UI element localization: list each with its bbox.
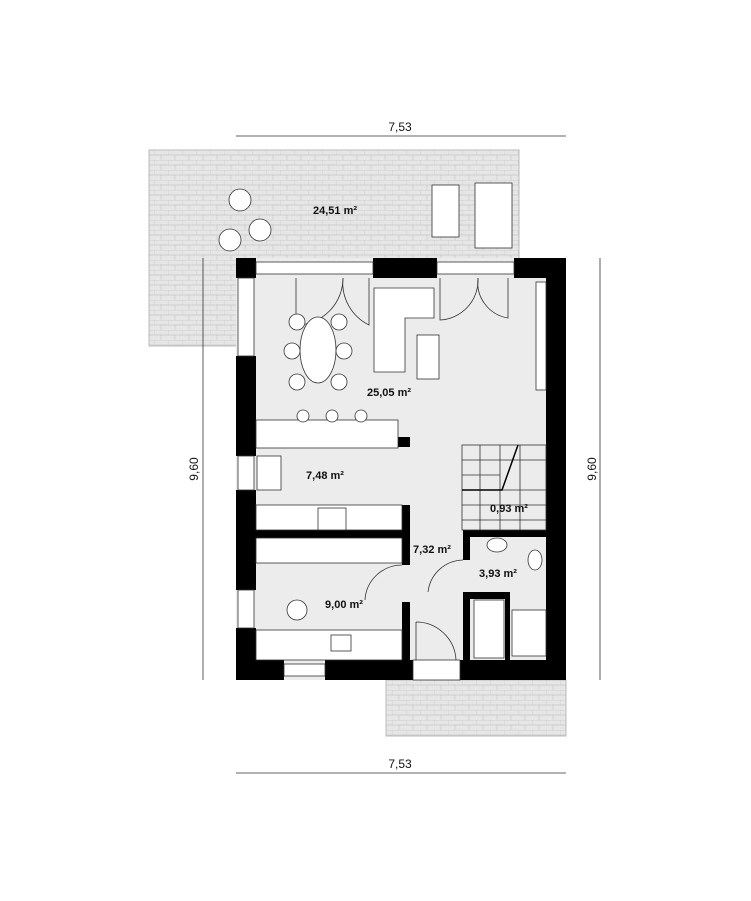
staircase <box>461 444 547 531</box>
terrace-entrance <box>385 679 567 737</box>
interior-walls <box>256 437 546 660</box>
dimension-top: 7,53 <box>388 120 412 134</box>
outer-walls <box>236 258 566 680</box>
room-area-living: 25,05 m² <box>367 387 411 399</box>
room-area-kitchen: 7,48 m² <box>306 470 344 482</box>
furniture <box>218 182 547 661</box>
dimension-left: 9,60 <box>187 457 201 481</box>
dimension-right: 9,60 <box>585 457 599 481</box>
room-area-stairs: 0,93 m² <box>490 503 528 515</box>
room-area-hall: 7,32 m² <box>413 544 451 556</box>
room-area-terrace: 24,51 m² <box>313 205 357 217</box>
room-area-office: 9,00 m² <box>325 599 363 611</box>
dimension-bottom: 7,53 <box>388 757 412 771</box>
room-area-bathroom: 3,93 m² <box>479 568 517 580</box>
dimension-lines <box>202 135 601 774</box>
windows <box>237 261 515 681</box>
